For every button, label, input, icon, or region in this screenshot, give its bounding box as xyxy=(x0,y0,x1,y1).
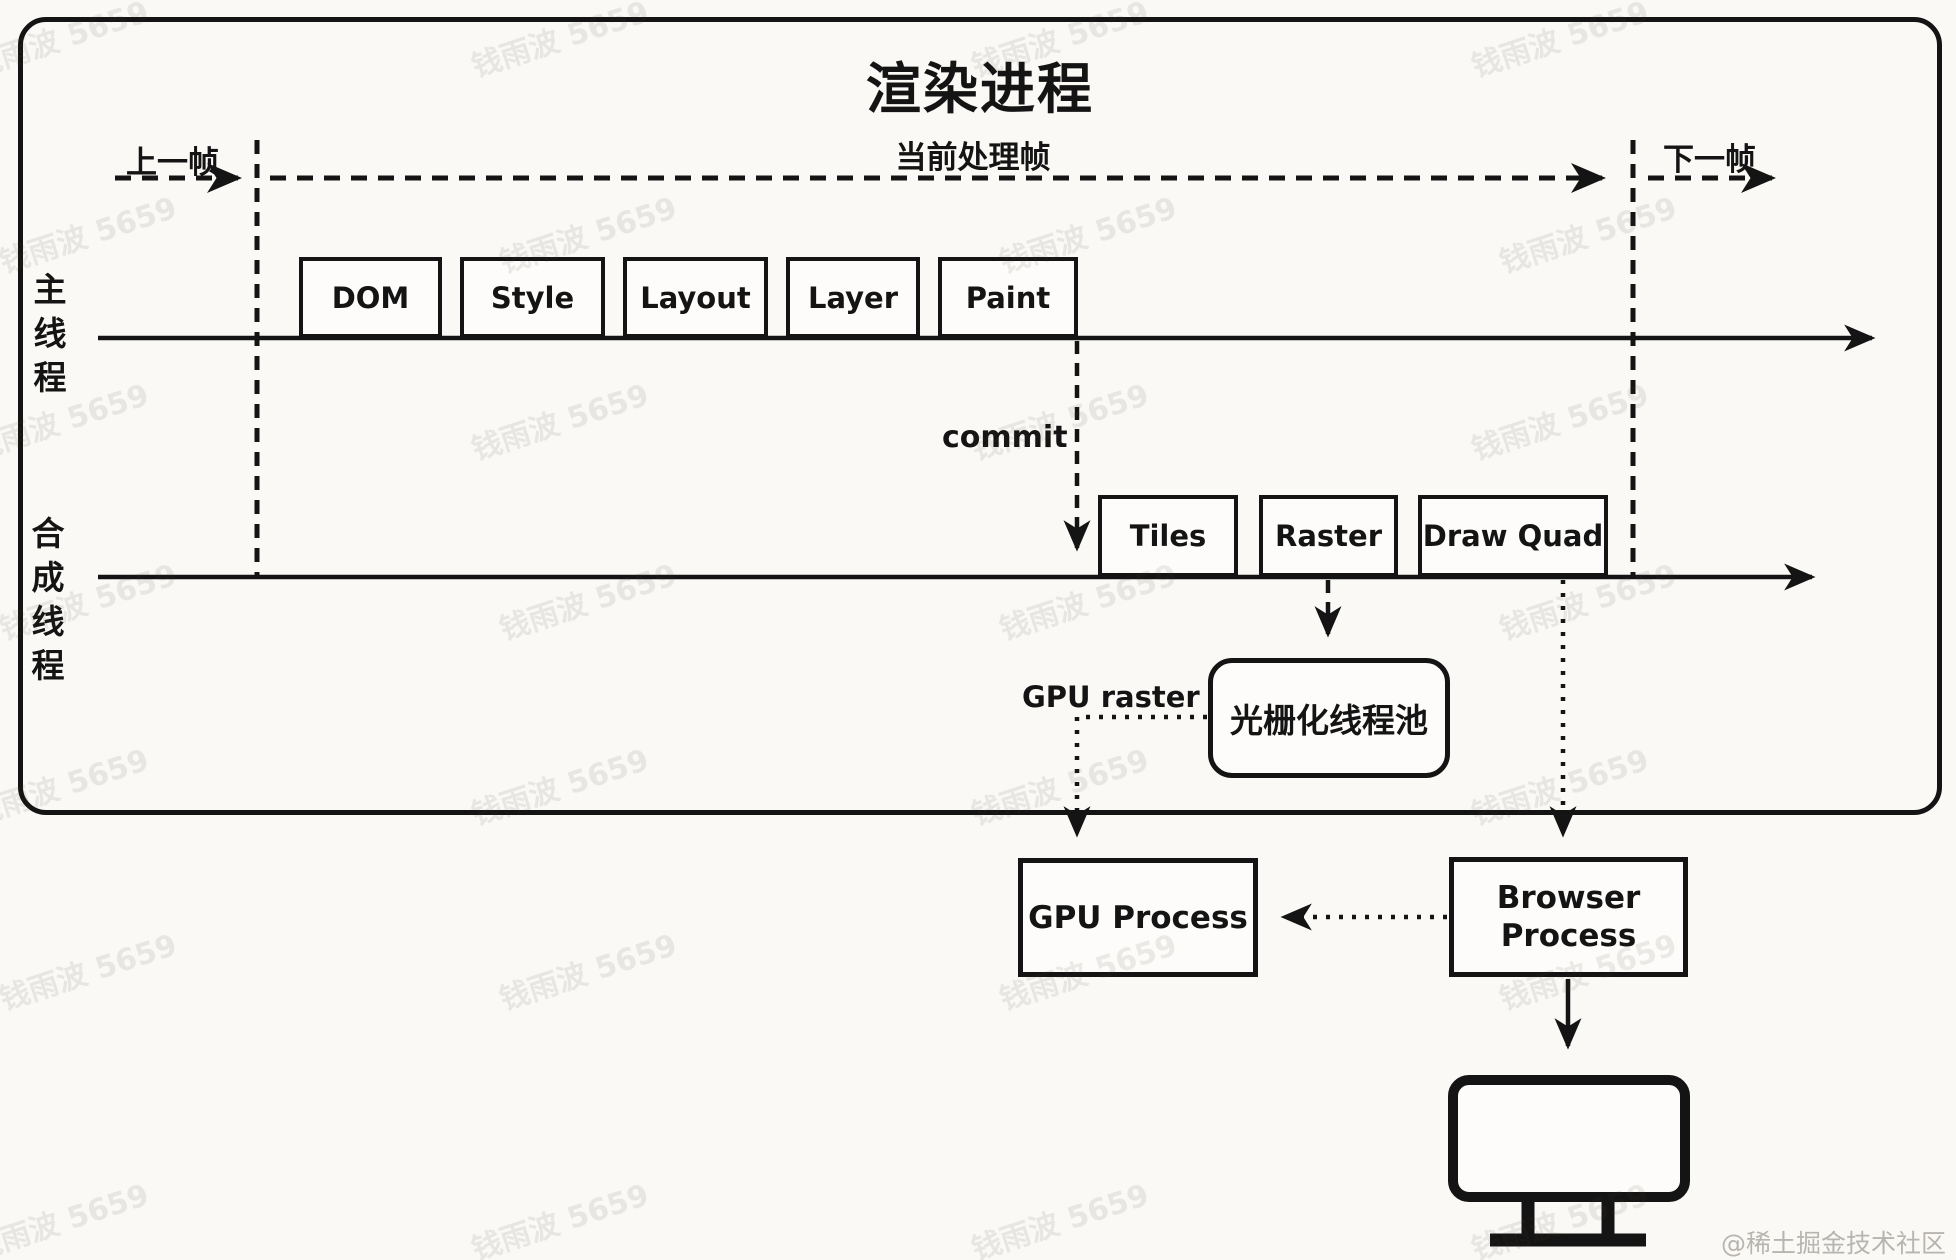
browser-process-box: Browser Process xyxy=(1449,857,1688,977)
task-label-layout: Layout xyxy=(640,280,751,315)
task-label-layer: Layer xyxy=(807,280,899,315)
render-process-container xyxy=(18,17,1942,815)
diagram-title: 渲染进程 xyxy=(865,57,1094,121)
gpu-process-label: GPU Process xyxy=(1028,899,1248,936)
commit-label: commit xyxy=(942,420,1068,455)
gpu-raster-arrow xyxy=(1063,714,1207,838)
gpu-raster-label: GPU raster xyxy=(1022,680,1200,714)
task-box-layout: Layout xyxy=(623,257,768,338)
compositor-thread-label: 合成线程 xyxy=(31,514,65,685)
task-label-style: Style xyxy=(490,280,575,315)
main-thread-label: 主线程 xyxy=(33,270,67,397)
task-box-raster: Raster xyxy=(1259,495,1398,577)
task-box-dom: DOM xyxy=(299,257,442,338)
gpu-process-box: GPU Process xyxy=(1018,858,1258,977)
task-label-raster: Raster xyxy=(1275,519,1382,553)
task-box-paint: Paint xyxy=(938,257,1078,338)
task-box-draw-quad: Draw Quad xyxy=(1418,495,1608,577)
task-label-paint: Paint xyxy=(965,280,1051,315)
current-frame-label: 当前处理帧 xyxy=(895,140,1051,176)
task-box-style: Style xyxy=(460,257,605,338)
browser-process-label: Browser Process xyxy=(1496,880,1641,954)
raster-pool-box: 光栅化线程池 xyxy=(1208,658,1450,778)
task-label-dom: DOM xyxy=(331,280,410,315)
credit-label: @稀土掘金技术社区 xyxy=(1720,1229,1946,1258)
monitor-icon xyxy=(1448,1075,1690,1247)
raster-pool-label: 光栅化线程池 xyxy=(1230,701,1428,740)
task-box-tiles: Tiles xyxy=(1098,495,1238,577)
task-box-layer: Layer xyxy=(786,257,920,338)
next-frame-label: 下一帧 xyxy=(1663,142,1756,178)
task-label-draw-quad: Draw Quad xyxy=(1422,519,1604,553)
task-label-tiles: Tiles xyxy=(1129,519,1207,553)
prev-frame-label: 上一帧 xyxy=(126,145,219,181)
